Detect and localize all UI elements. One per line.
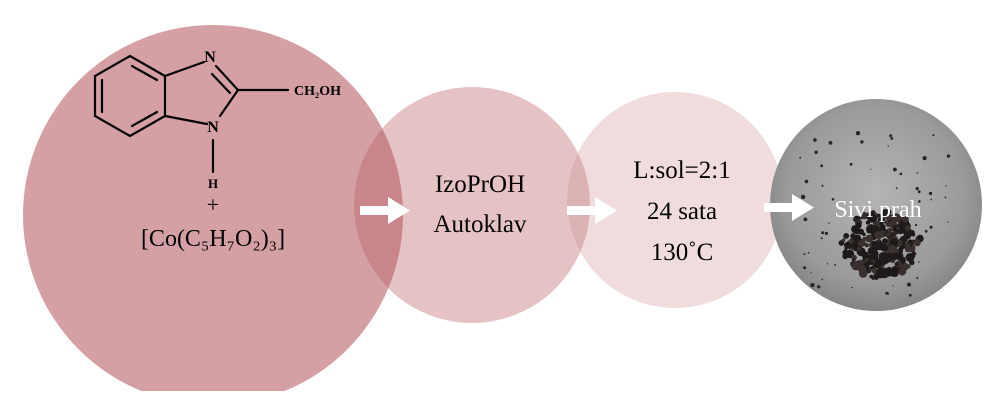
step1-solvent: IzoPrOH	[435, 171, 525, 198]
product-photo	[770, 99, 982, 311]
step1-circle	[354, 87, 590, 323]
product-label: Sivi prah	[834, 197, 921, 223]
step2-time: 24 sata	[647, 198, 717, 225]
cobalt-complex-formula: [Co(C₅H₇O₂)₃]	[141, 226, 285, 252]
reactant-circle	[23, 25, 403, 396]
arrow-1	[360, 197, 410, 224]
step2-temperature: 130˚C	[651, 239, 714, 266]
plus-sign: +	[207, 192, 219, 217]
arrow-2	[567, 197, 617, 224]
atom-n-top: N	[204, 49, 216, 66]
arrow-3	[764, 194, 814, 221]
step2-circle	[567, 92, 783, 308]
step1-method: Autoklav	[433, 211, 527, 238]
substituent-label: CH₂OH	[294, 84, 341, 99]
benzimidazole-structure	[93, 54, 290, 174]
atom-h: H	[208, 176, 218, 191]
step2-ratio: L:sol=2:1	[633, 157, 730, 184]
atom-n-bottom: N	[207, 119, 219, 136]
